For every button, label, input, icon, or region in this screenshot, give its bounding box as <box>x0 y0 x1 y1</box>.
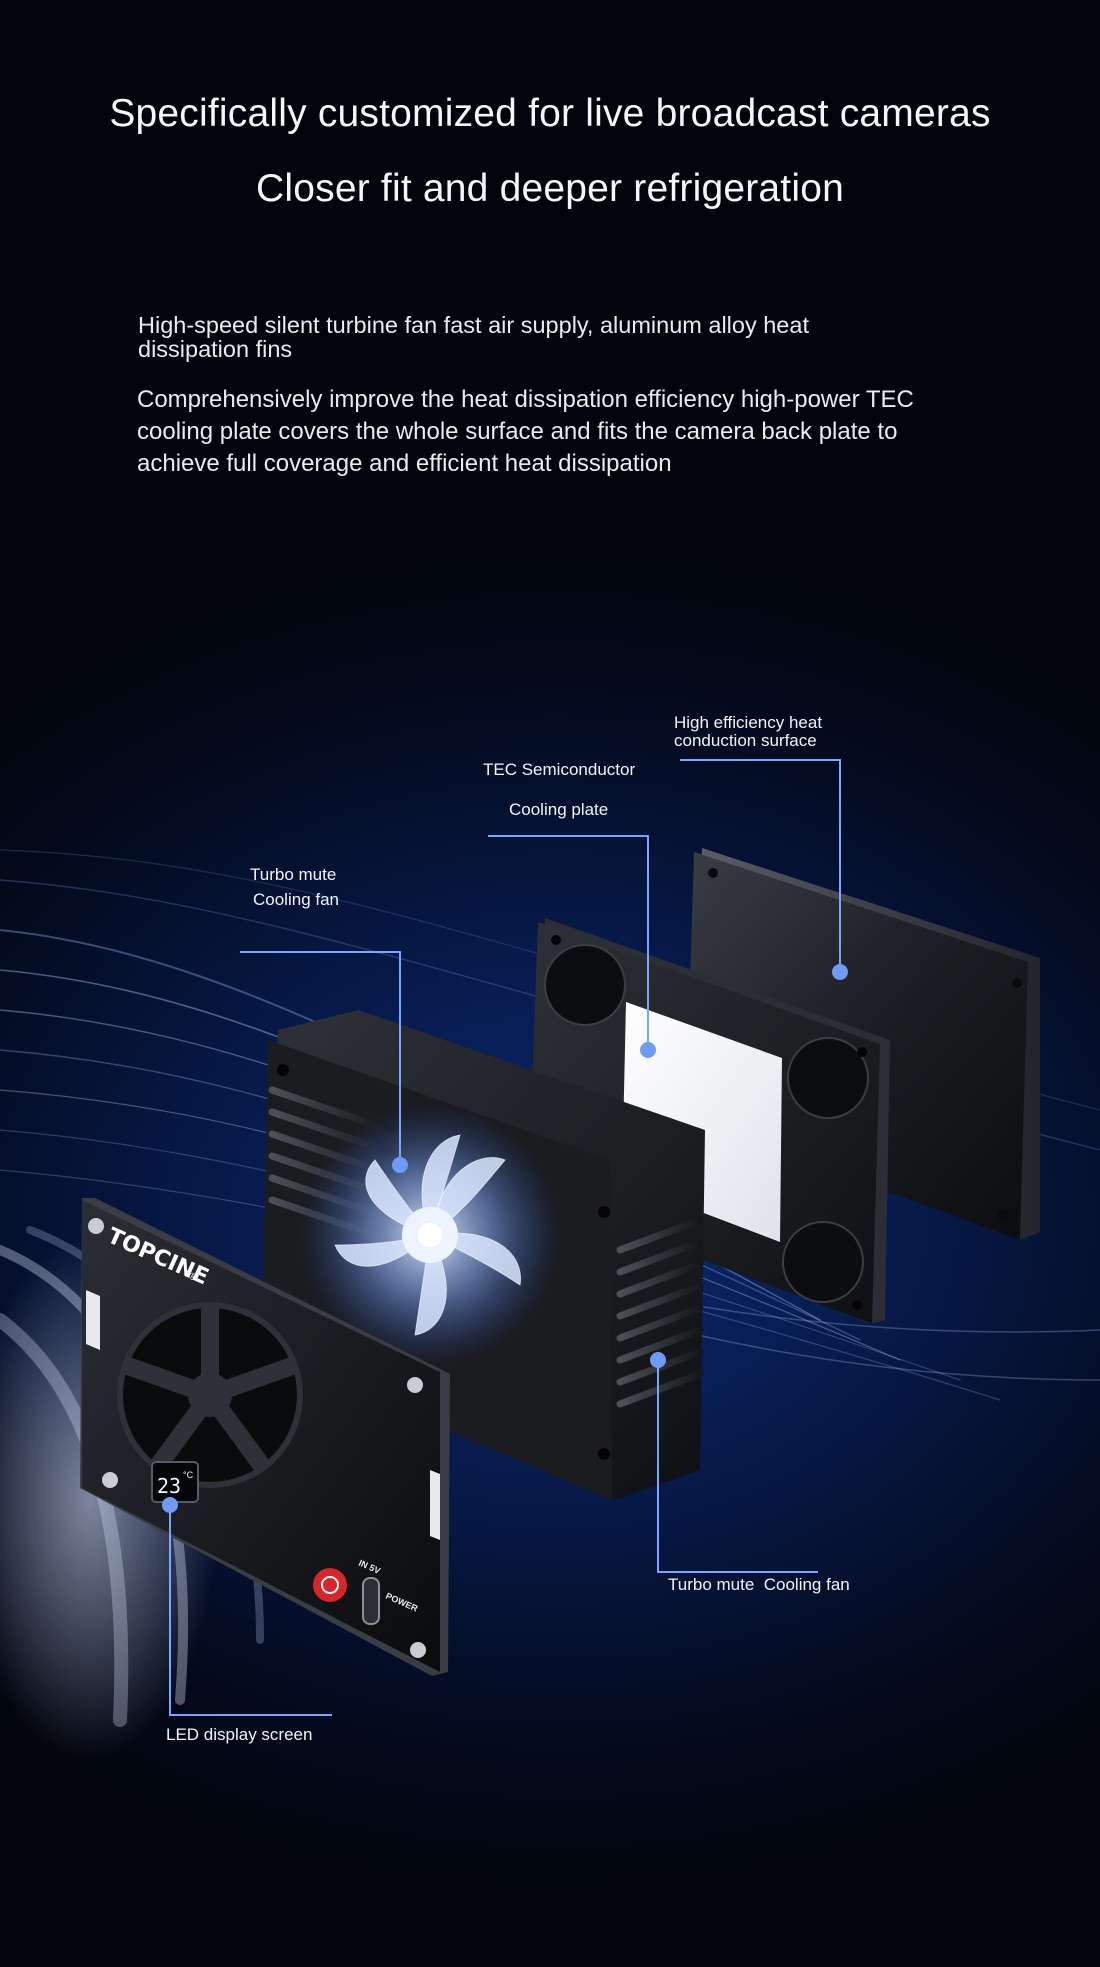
callout-led-screen: LED display screen <box>166 1725 313 1744</box>
usb-c-port <box>362 1577 380 1625</box>
callout-lines <box>169 759 841 1716</box>
brand-trademark: ® <box>187 1271 199 1284</box>
callout-dots <box>162 964 848 1513</box>
display-unit: °C <box>183 1470 194 1480</box>
callout-line-conduction <box>680 759 841 972</box>
description-paragraph-1: High-speed silent turbine fan fast air s… <box>138 312 809 362</box>
callout-fan-top-line-2: Cooling fan <box>253 890 340 909</box>
front-control-panel <box>80 1198 450 1676</box>
callout-line-fan-bottom <box>657 1360 818 1573</box>
callout-tec-line-1: TEC Semiconductor <box>483 760 636 779</box>
display-temperature: 23 <box>157 1474 181 1498</box>
callout-fan-bottom: Turbo mute Cooling fan <box>668 1575 850 1594</box>
power-button <box>313 1568 347 1602</box>
headline-line-1: Specifically customized for live broadca… <box>109 92 991 135</box>
callout-tec-line-2: Cooling plate <box>509 800 609 819</box>
callout-conduction-line-1: High efficiency heat <box>674 713 823 732</box>
headline-line-2: Closer fit and deeper refrigeration <box>256 167 844 210</box>
callout-line-led <box>169 1505 332 1716</box>
callout-line-tec <box>488 835 649 1050</box>
callout-line-fan-top <box>240 951 401 1165</box>
turbine-fan <box>300 1105 560 1365</box>
description-paragraph-2: Comprehensively improve the heat dissipa… <box>137 386 914 477</box>
callout-fan-top-line-1: Turbo mute <box>250 865 337 884</box>
callout-conduction-line-2: conduction surface <box>674 731 817 750</box>
